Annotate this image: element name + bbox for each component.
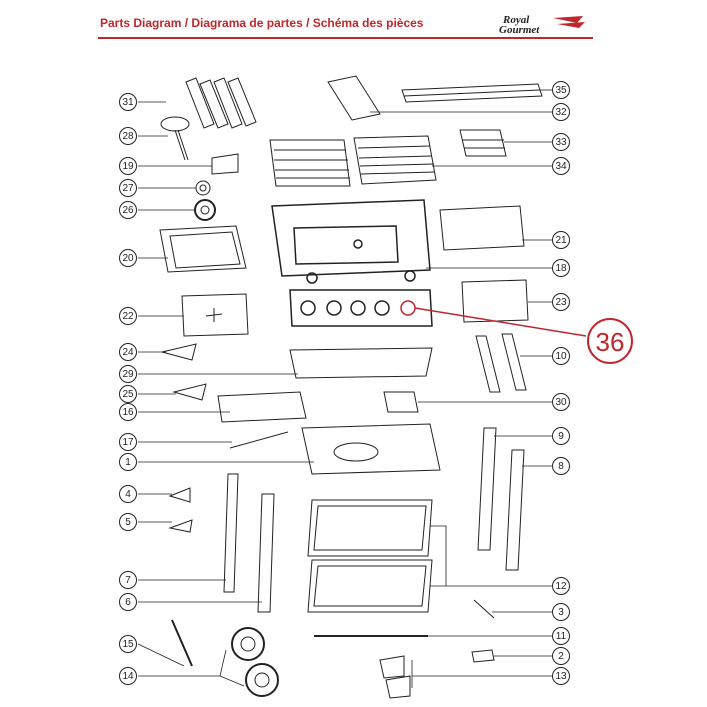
- callout-21: 21: [552, 231, 570, 249]
- callout-36: 36: [587, 318, 633, 364]
- callout-5: 5: [119, 513, 137, 531]
- callout-33: 33: [552, 133, 570, 151]
- part-32-flame-tamer: [327, 75, 381, 121]
- part-16-bottom-shelf: [217, 391, 307, 423]
- brand-line1: Royal: [503, 14, 530, 26]
- callout-12: 12: [552, 577, 570, 595]
- callout-7: 7: [119, 571, 137, 589]
- callout-35: 35: [552, 81, 570, 99]
- callout-20: 20: [119, 249, 137, 267]
- callout-24: 24: [119, 343, 137, 361]
- part-9-post: [477, 427, 497, 551]
- part-27-knob: [195, 180, 211, 196]
- part-14-wheels: [231, 627, 279, 697]
- part-10-brackets: [475, 333, 527, 393]
- brand-logo: Royal Gourmet: [497, 14, 589, 38]
- callout-28: 28: [119, 127, 137, 145]
- callout-17: 17: [119, 433, 137, 451]
- part-30-grease-cup: [383, 391, 419, 413]
- part-29-grease-tray: [289, 347, 433, 379]
- part-34-grates: [269, 135, 437, 187]
- part-25-bracket: [172, 383, 207, 401]
- part-28-igniter: [160, 116, 190, 161]
- callout-1: 1: [119, 453, 137, 471]
- callout-14: 14: [119, 667, 137, 685]
- callout-2: 2: [552, 647, 570, 665]
- part-20-side-burner: [159, 225, 247, 273]
- callout-22: 22: [119, 307, 137, 325]
- flame-icon: [553, 16, 585, 28]
- callout-10: 10: [552, 347, 570, 365]
- callout-27: 27: [119, 179, 137, 197]
- callout-32: 32: [552, 103, 570, 121]
- callout-31: 31: [119, 93, 137, 111]
- part-22-front-panel: [181, 293, 249, 337]
- part-2-clip: [471, 649, 495, 663]
- callout-3: 3: [552, 603, 570, 621]
- callout-8: 8: [552, 457, 570, 475]
- part-24-bracket: [161, 343, 197, 361]
- callout-11: 11: [552, 627, 570, 645]
- grill-body: [271, 199, 433, 327]
- leader-lines: [137, 89, 552, 688]
- callout-4: 4: [119, 485, 137, 503]
- part-19-bracket: [211, 153, 239, 175]
- callout-29: 29: [119, 365, 137, 383]
- callout-25: 25: [119, 385, 137, 403]
- callout-18: 18: [552, 259, 570, 277]
- leader-line-36: [414, 307, 587, 337]
- callout-9: 9: [552, 427, 570, 445]
- part-3-handle: [473, 599, 495, 619]
- callout-23: 23: [552, 293, 570, 311]
- callout-26: 26: [119, 201, 137, 219]
- page-title: Parts Diagram / Diagrama de partes / Sch…: [100, 16, 424, 30]
- part-12-doors: [307, 499, 433, 613]
- callout-6: 6: [119, 593, 137, 611]
- brand-line2: Gourmet: [499, 24, 540, 36]
- part-33-rack: [459, 129, 507, 157]
- part-13-casters: [379, 655, 411, 699]
- part-35-warming-rack: [401, 83, 543, 103]
- part-26-knob: [194, 199, 216, 221]
- callout-15: 15: [119, 635, 137, 653]
- callout-34: 34: [552, 157, 570, 175]
- part-6-leg: [257, 493, 275, 613]
- callout-30: 30: [552, 393, 570, 411]
- callout-13: 13: [552, 667, 570, 685]
- callout-16: 16: [119, 403, 137, 421]
- header-rule: [98, 37, 593, 39]
- part-15-rod: [171, 619, 193, 667]
- part-17-rod: [229, 431, 289, 449]
- part-4-bracket: [168, 487, 191, 503]
- part-1-top-panel: [301, 423, 441, 475]
- callout-19: 19: [119, 157, 137, 175]
- part-8-post: [505, 449, 525, 571]
- part-21-side-shelf: [439, 205, 525, 251]
- part-5-bracket: [168, 519, 193, 533]
- part-7-leg: [223, 473, 239, 593]
- part-31-heat-tents: [185, 77, 257, 129]
- part-23-panel: [461, 279, 529, 323]
